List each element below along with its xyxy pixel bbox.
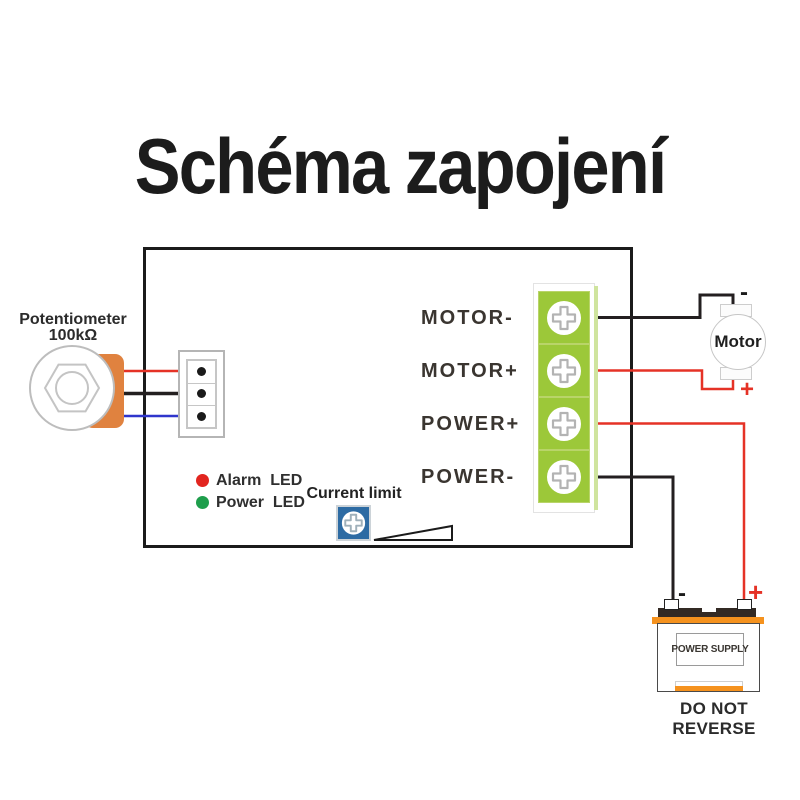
- battery-cap-base: [658, 612, 756, 618]
- screw-icon: [547, 406, 581, 441]
- controller-board-outline: [143, 247, 633, 548]
- alarm-led-icon: [196, 474, 209, 487]
- connector-pin-icon: [197, 366, 206, 376]
- terminal-label-motor-minus: MOTOR-: [421, 307, 514, 329]
- terminal-label-power-plus: POWER+: [421, 413, 521, 435]
- hex-nut-icon: [43, 363, 101, 413]
- alarm-led-label: Alarm LED: [216, 472, 303, 489]
- connector-divider: [188, 383, 215, 384]
- connector-pin-icon: [197, 389, 206, 398]
- terminal-screw: [542, 402, 586, 446]
- battery-minus-sign: -: [678, 580, 686, 607]
- battery-plus-sign: +: [748, 577, 764, 607]
- screw-icon: [547, 353, 581, 388]
- wire-power-minus: [570, 475, 675, 603]
- terminal-screw: [542, 455, 586, 499]
- battery-label-plate: POWER SUPPLY: [671, 633, 749, 666]
- terminal-block-shadow: [594, 286, 598, 510]
- potentiometer-value: 100kΩ: [48, 327, 98, 344]
- battery-band: [652, 617, 764, 624]
- terminal-label-motor-plus: MOTOR+: [421, 360, 519, 382]
- page-title: Schéma zapojení: [134, 122, 667, 210]
- current-limit-ramp-icon: [373, 524, 453, 541]
- terminal-screw: [542, 296, 586, 340]
- battery-cap-right: [716, 608, 756, 615]
- terminal-screw: [542, 349, 586, 393]
- battery-post-positive: [737, 599, 752, 610]
- screw-icon: [341, 511, 366, 535]
- motor-label: Motor: [714, 332, 762, 351]
- potentiometer-name: Potentiometer: [19, 311, 127, 328]
- motor-minus-sign: -: [740, 279, 748, 306]
- terminal-label-power-minus: POWER-: [421, 466, 516, 488]
- wire-motor-plus: [570, 369, 735, 391]
- wire-motor-minus: [570, 293, 735, 319]
- motor-plus-sign: +: [740, 376, 755, 403]
- current-limit-trimmer-icon: [336, 505, 371, 541]
- battery-cap-left: [658, 608, 702, 615]
- current-limit-label: Current limit: [306, 485, 402, 502]
- battery-post-negative: [664, 599, 679, 610]
- power-led-label: Power LED: [216, 494, 305, 511]
- battery-body: [657, 623, 760, 692]
- motor: Motor: [710, 314, 766, 370]
- wire-power-plus: [570, 422, 746, 603]
- potentiometer-label: Potentiometer 100kΩ: [0, 312, 148, 344]
- power-led-icon: [196, 496, 209, 509]
- screw-icon: [547, 300, 581, 335]
- battery-label: POWER SUPPLY: [671, 644, 749, 655]
- potentiometer-knob: [29, 345, 115, 431]
- connector-pin-icon: [197, 411, 206, 421]
- battery-warning: DO NOT REVERSE: [672, 699, 756, 738]
- connector-divider: [188, 405, 215, 406]
- battery-bottom-bar: [675, 686, 743, 691]
- screw-icon: [547, 459, 581, 494]
